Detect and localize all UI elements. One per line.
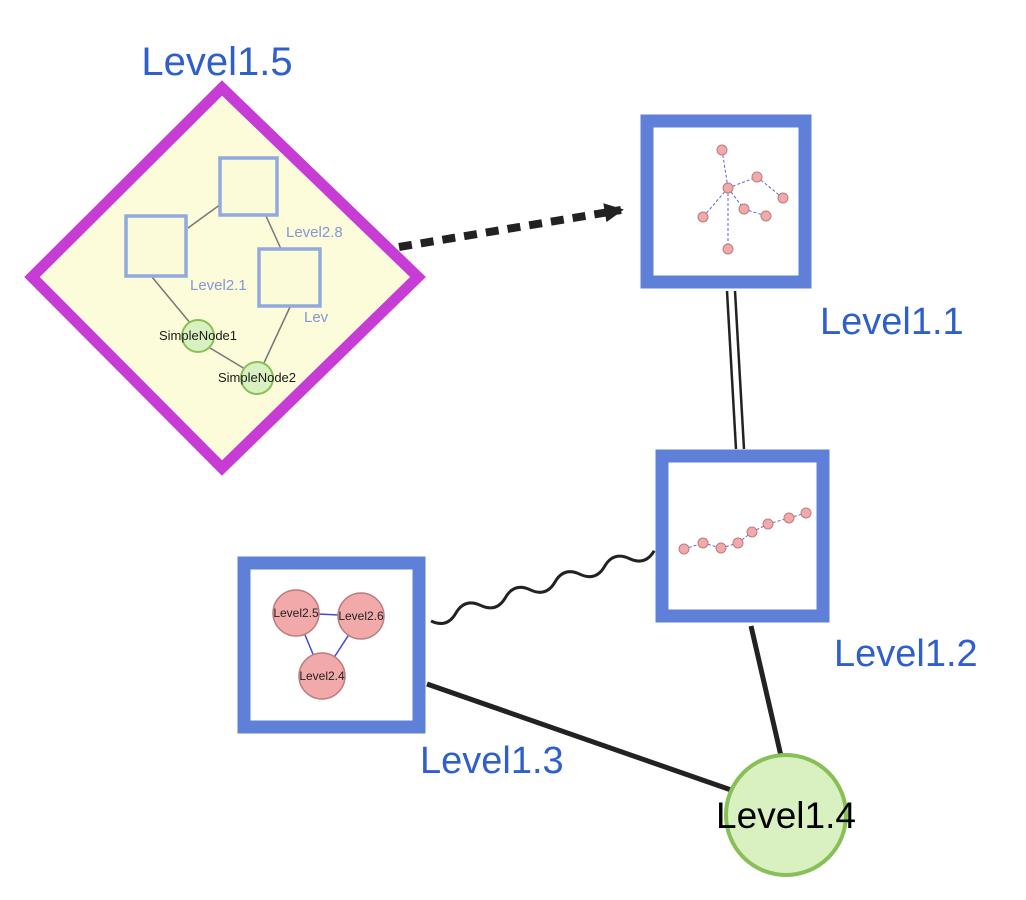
- node-level2-6[interactable]: [337, 592, 385, 640]
- subedge: [702, 187, 729, 218]
- label-level1-4: Level1.4: [716, 795, 856, 836]
- label-level2-x: Lev: [304, 309, 329, 326]
- subnode[interactable]: [722, 182, 734, 194]
- subnode[interactable]: [697, 537, 709, 549]
- level1-3-box[interactable]: [237, 556, 426, 734]
- inner-edge: [187, 203, 222, 229]
- subnode[interactable]: [715, 542, 727, 554]
- subnode[interactable]: [800, 507, 812, 519]
- subnode[interactable]: [732, 537, 744, 549]
- node-simple-node2[interactable]: [240, 361, 274, 395]
- subnode[interactable]: [760, 210, 772, 222]
- node-simple-node1[interactable]: [181, 319, 215, 353]
- label-level2-5: Level2.5: [273, 606, 319, 620]
- subnode[interactable]: [762, 518, 774, 530]
- edge-level1-3-to-level1-4[interactable]: [426, 681, 735, 794]
- node-level1-3: Level2.5 Level2.6 Level2.4: [237, 556, 426, 734]
- label-level2-6: Level2.6: [338, 609, 384, 623]
- inner-edge: [209, 347, 246, 370]
- subnode[interactable]: [697, 211, 709, 223]
- label-simple-node1: SimpleNode1: [159, 328, 237, 343]
- subedge: [767, 517, 790, 525]
- node-level2-8[interactable]: [218, 156, 279, 217]
- label-level2-1: Level2.1: [190, 277, 247, 294]
- label-level1-1: Level1.1: [820, 301, 964, 343]
- level1-4-circle[interactable]: [724, 753, 848, 877]
- subedge: [721, 149, 729, 189]
- node-level2-1[interactable]: [124, 214, 188, 278]
- label-level1-3: Level1.3: [420, 740, 564, 782]
- edge-level1-5-to-level1-1[interactable]: [398, 203, 624, 251]
- inner-edge: [151, 276, 192, 325]
- label-simple-node2: SimpleNode2: [218, 370, 296, 385]
- subnode[interactable]: [746, 526, 758, 538]
- inner-edge: [262, 306, 291, 366]
- subedge: [743, 208, 767, 217]
- subnode[interactable]: [722, 243, 734, 255]
- edge-level1-2-to-level1-4[interactable]: [748, 625, 784, 757]
- edge-double-line-1[interactable]: [725, 290, 738, 450]
- edge-double-line-2[interactable]: [733, 290, 746, 450]
- subnode[interactable]: [777, 192, 789, 204]
- subnode[interactable]: [751, 171, 763, 183]
- node-level2-5[interactable]: [272, 589, 320, 637]
- node-level1-2: [655, 449, 830, 623]
- label-level2-8: Level2.8: [286, 224, 343, 241]
- label-level2-4: Level2.4: [299, 669, 345, 683]
- node-level2-4[interactable]: [298, 652, 346, 700]
- node-level1-4: Level1.4: [716, 753, 856, 877]
- subnode[interactable]: [678, 543, 690, 555]
- node-level1-1: [640, 114, 812, 289]
- level1-5-diamond-shape[interactable]: [24, 80, 426, 476]
- level1-1-box[interactable]: [640, 114, 812, 289]
- edge-level1-1-to-level1-2[interactable]: [725, 290, 746, 450]
- edge-level1-3-to-level1-2-wavy[interactable]: [430, 549, 656, 625]
- inner-edge: [265, 215, 282, 250]
- node-level2-x[interactable]: [257, 247, 322, 308]
- subedge: [756, 176, 784, 199]
- node-level1-5: Level1.5 Level2.8 Level2.1 Lev SimpleNod…: [24, 40, 426, 476]
- label-level1-5: Level1.5: [141, 40, 292, 84]
- subnode[interactable]: [716, 144, 728, 156]
- level1-2-box[interactable]: [655, 449, 830, 623]
- subnode[interactable]: [738, 203, 750, 215]
- label-level1-2: Level1.2: [834, 633, 978, 675]
- subnode[interactable]: [783, 512, 795, 524]
